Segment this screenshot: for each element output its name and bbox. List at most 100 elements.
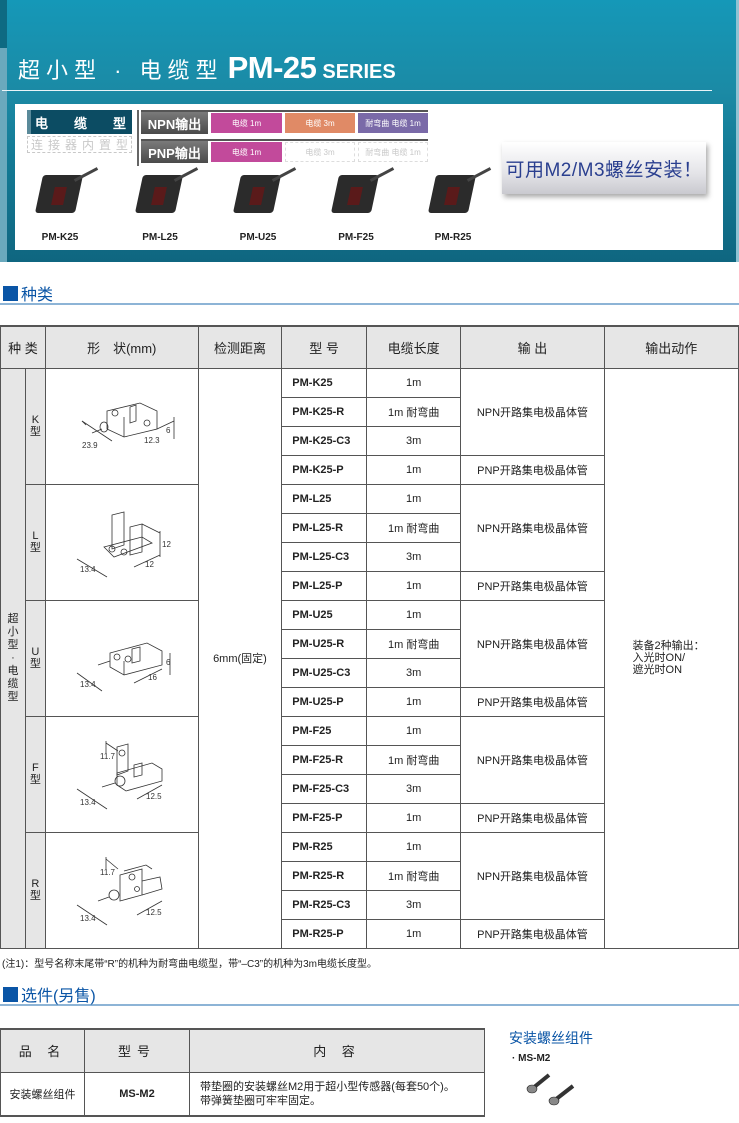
category-text: F型 [29, 762, 41, 786]
section-square-icon [3, 285, 18, 301]
cable-cell: 1m 耐弯曲 [365, 744, 462, 775]
type-connector-char: 型 [115, 138, 128, 152]
model-cell: PM-F25-C3 [281, 773, 367, 804]
drawing-f: 11.7 13.4 12.5 [44, 715, 199, 833]
output-cell: PNP开路集电极晶体管 [460, 802, 605, 833]
category-text: K型 [29, 414, 41, 438]
drawing-r: 11.7 13.4 12.5 [44, 831, 199, 949]
category-text: U型 [29, 646, 41, 670]
table-row: 安装螺丝组件 MS-M2 带垫圈的安装螺丝M2用于超小型传感器(每套50个)。 … [0, 1071, 485, 1117]
model-cell: PM-K25 [281, 367, 367, 398]
col-header-output: 输 出 [460, 325, 605, 369]
product-pm-l25: PM-L25 [120, 165, 200, 243]
title-cn: 超小型 · 电缆型 [18, 58, 224, 83]
model-cell: PM-R25-P [281, 918, 367, 949]
sensor-photo-icon [25, 165, 99, 217]
model-cell: PM-K25-P [281, 454, 367, 485]
product-label: PM-L25 [142, 232, 178, 243]
col-header-shape: 形 状(mm) [44, 325, 199, 369]
sensor-photo-icon [321, 165, 395, 217]
model-cell: PM-U25-P [281, 686, 367, 717]
table-header-row: 种 类 形 状(mm) 检测距离 型 号 电缆长度 输 出 输出动作 [0, 325, 739, 369]
action-line: 装备2种输出： [632, 640, 705, 652]
cable-cell: 1m [365, 599, 462, 630]
output-cell: NPN开路集电极晶体管 [460, 715, 605, 804]
output-cell: PNP开路集电极晶体管 [460, 686, 605, 717]
dimension-drawing-r-icon: 11.7 13.4 12.5 [62, 845, 182, 935]
svg-text:12.5: 12.5 [146, 908, 162, 917]
type-connector-tag: 连 接 器 内 置 型 [27, 136, 132, 153]
model-cell: PM-F25-R [281, 744, 367, 775]
svg-text:12: 12 [145, 560, 154, 569]
title-series: SERIES [322, 61, 396, 83]
section-heading-options: 选件(另售) [0, 984, 739, 1006]
cable-cell: 3m [365, 773, 462, 804]
model-cell: PM-K25-R [281, 396, 367, 427]
dimension-drawing-u-icon: 13.4 16 6 [62, 613, 182, 703]
mounting-callout: 可用M2/M3螺丝安装！ [502, 142, 706, 194]
table-header-row: 品 名 型号 内 容 [0, 1028, 485, 1073]
cable-cell: 1m [365, 802, 462, 833]
output-cell: PNP开路集电极晶体管 [460, 454, 605, 485]
svg-text:6: 6 [166, 658, 171, 667]
product-gallery: PM-K25 PM-L25 PM-U25 PM-F25 PM-R25 [20, 165, 492, 245]
col-header-distance: 检测距离 [197, 325, 283, 369]
type-cable-tag: 电 缆 型 [27, 110, 132, 134]
cable-cell: 1m [365, 483, 462, 514]
cable-cell: 1m [365, 686, 462, 717]
npn-chip-cable-3m: 电缆 3m [285, 113, 355, 133]
col-header-cable: 电缆长度 [365, 325, 462, 369]
hero-left-accent [0, 0, 7, 262]
section-square-icon [3, 986, 18, 1002]
category-r: R型 [24, 831, 46, 949]
cable-cell: 1m 耐弯曲 [365, 512, 462, 543]
spec-table: 种 类 形 状(mm) 检测距离 型 号 电缆长度 输 出 输出动作 超小型·电… [0, 325, 739, 949]
col-header-content: 内 容 [189, 1028, 485, 1073]
model-cell: PM-F25-P [281, 802, 367, 833]
cable-cell: 3m [365, 425, 462, 456]
model-cell: PM-U25-R [281, 628, 367, 659]
category-text: R型 [29, 878, 41, 902]
hero-right-accent [736, 0, 739, 262]
model-cell: PM-L25-R [281, 512, 367, 543]
model-cell: PM-R25-C3 [281, 889, 367, 920]
col-header-category: 种 类 [0, 325, 46, 369]
drawing-l: 13.4 12 12 [44, 483, 199, 601]
svg-text:6: 6 [166, 426, 171, 435]
aside-item: · MS-M2 [512, 1053, 551, 1064]
table-row: R型 11.7 13.4 12.5 [1, 831, 739, 949]
cable-cell: 1m [365, 570, 462, 601]
cable-cell: 1m [365, 918, 462, 949]
svg-text:13.4: 13.4 [80, 565, 96, 574]
type-connector-char: 内 [81, 138, 94, 152]
model-cell: PM-K25-C3 [281, 425, 367, 456]
svg-text:23.9: 23.9 [82, 441, 98, 450]
dimension-drawing-f-icon: 11.7 13.4 12.5 [62, 729, 182, 819]
option-name: 安装螺丝组件 [0, 1071, 85, 1117]
table-row: L型 13.4 12 12 PM-L25 1m [1, 483, 739, 601]
svg-text:13.4: 13.4 [80, 680, 96, 689]
svg-text:13.4: 13.4 [80, 914, 96, 923]
type-connector-char: 器 [64, 138, 77, 152]
option-model: MS-M2 [84, 1071, 190, 1117]
category-u: U型 [24, 599, 46, 717]
action-line: 入光时ON/ [632, 652, 686, 664]
model-cell: PM-L25-P [281, 570, 367, 601]
output-cell: NPN开路集电极晶体管 [460, 367, 605, 456]
col-header-name: 品 名 [0, 1028, 85, 1073]
product-label: PM-K25 [41, 232, 79, 243]
svg-text:12.5: 12.5 [146, 792, 162, 801]
type-connector-char: 置 [98, 138, 111, 152]
cable-cell: 1m [365, 715, 462, 746]
npn-output-label: NPN输出 [141, 112, 208, 134]
product-label: PM-R25 [434, 232, 472, 243]
option-content-line: 带垫圈的安装螺丝M2用于超小型传感器(每套50个)。 [200, 1080, 455, 1093]
